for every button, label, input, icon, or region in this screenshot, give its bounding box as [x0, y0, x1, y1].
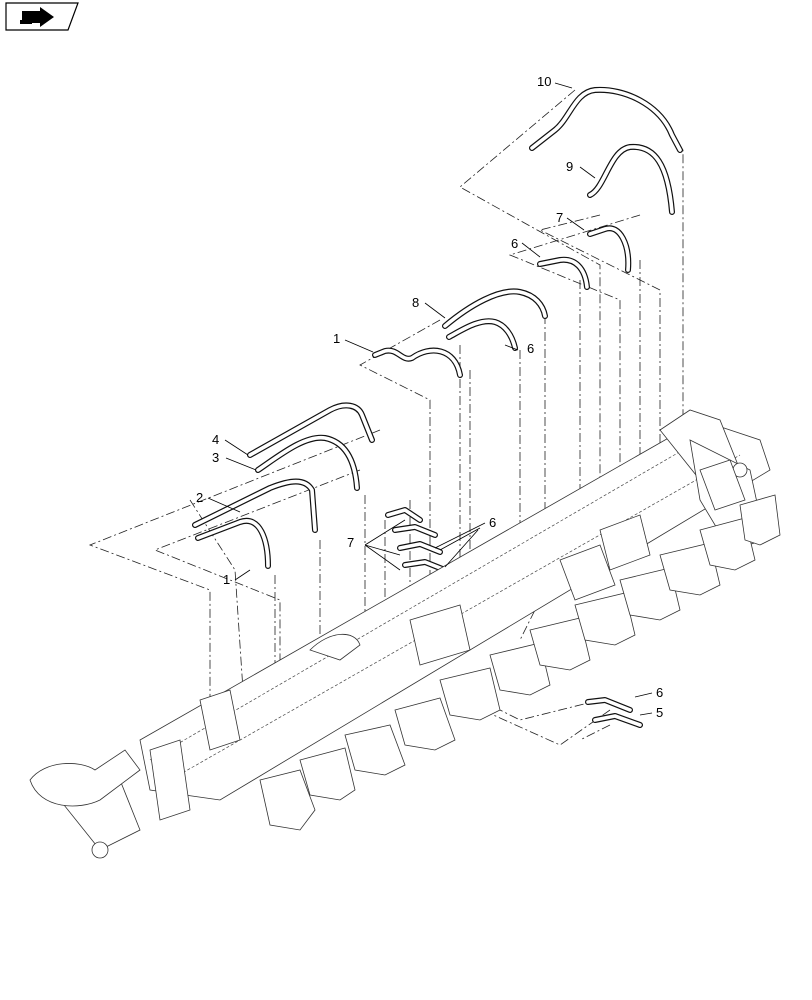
callout-9: 9: [566, 159, 573, 174]
callout-1-left: 1: [223, 572, 230, 587]
callout-1-top: 1: [333, 331, 340, 346]
hoses: [192, 86, 683, 728]
callout-5: 5: [656, 705, 663, 720]
callout-labels: 10 9 7 6 8 1 6 4 3 2 6 7 1 6 5: [196, 74, 663, 720]
callout-6-cluster: 6: [489, 515, 496, 530]
callout-6-bottom: 6: [656, 685, 663, 700]
callout-2: 2: [196, 490, 203, 505]
callout-10: 10: [537, 74, 551, 89]
callout-4: 4: [212, 432, 219, 447]
callout-6-top: 6: [511, 236, 518, 251]
row-units: [259, 494, 781, 831]
continuation-arrow-icon[interactable]: [5, 2, 79, 31]
leader-lines: [207, 82, 653, 716]
callout-7-cluster: 7: [347, 535, 354, 550]
callout-6-mid: 6: [527, 341, 534, 356]
header-assembly: [29, 409, 771, 859]
callout-8: 8: [412, 295, 419, 310]
callout-3: 3: [212, 450, 219, 465]
callout-7-top: 7: [556, 210, 563, 225]
